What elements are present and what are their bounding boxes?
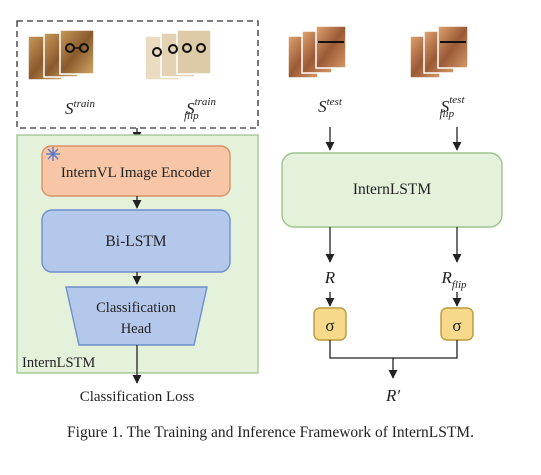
- snowflake-icon: [46, 147, 60, 161]
- encoder-label: InternVL Image Encoder: [61, 165, 211, 181]
- train-image-stack: [27, 29, 95, 81]
- head-label-line2: Head: [121, 321, 152, 337]
- sigma-right-label: σ: [452, 316, 461, 335]
- test-flip-image-stack: [409, 25, 469, 79]
- loss-label: Classification Loss: [80, 389, 195, 405]
- train-model-label: InternLSTM: [22, 355, 95, 371]
- image-encoder-block: [41, 145, 231, 197]
- bilstm-block: [41, 209, 231, 273]
- bilstm-label: Bi-LSTM: [105, 233, 166, 250]
- classification-head-block: [65, 286, 208, 346]
- output-r-label: R: [324, 268, 336, 287]
- sigma-left-label: σ: [325, 316, 334, 335]
- inference-model-label: InternLSTM: [353, 181, 432, 198]
- test-image-stack: [287, 25, 347, 79]
- inference-model-block: [281, 152, 503, 228]
- sigma-merge-line: [329, 340, 458, 359]
- train-flip-image-stack: [144, 29, 212, 81]
- output-rflip-label: Rflip: [440, 268, 467, 291]
- train-input-label: Strain: [65, 98, 95, 118]
- test-input-label: Stest: [318, 96, 343, 116]
- head-label-line1: Classification: [96, 300, 176, 316]
- final-output-label: R′: [385, 386, 400, 405]
- train-input-box: [16, 20, 259, 129]
- figure-caption: Figure 1. The Training and Inference Fra…: [67, 424, 474, 441]
